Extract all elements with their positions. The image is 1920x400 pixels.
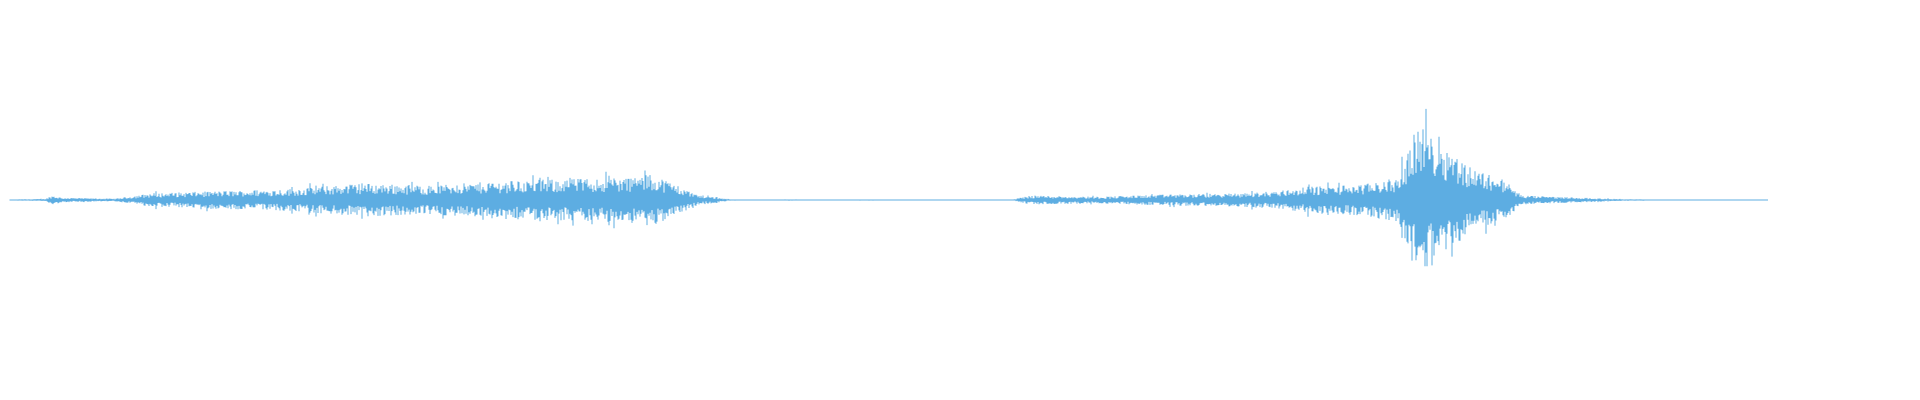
waveform-samples [9,108,1768,267]
